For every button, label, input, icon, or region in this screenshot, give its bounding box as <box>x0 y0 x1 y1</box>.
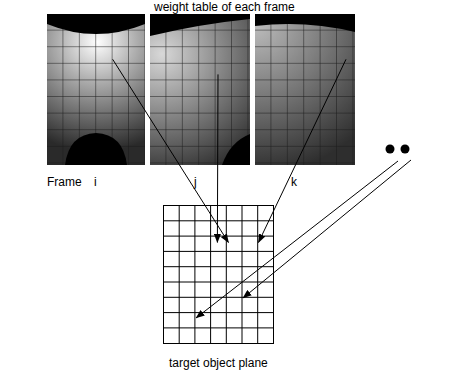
ellipsis-dot <box>401 145 410 154</box>
frame-index: k <box>291 175 297 189</box>
plane-label: target object plane <box>169 356 268 370</box>
weight-table <box>255 14 355 165</box>
arrow <box>243 160 411 298</box>
frame-label: Frame <box>47 175 82 189</box>
arrow <box>258 59 346 242</box>
frame-index: j <box>194 175 197 189</box>
arrow <box>217 74 219 242</box>
frame-panel: i <box>47 14 145 165</box>
arrow <box>113 59 229 242</box>
title: weight table of each frame <box>154 0 295 14</box>
weight-table <box>47 14 145 165</box>
ellipsis-dot <box>386 145 395 154</box>
frame-panel: k <box>255 14 355 165</box>
frame-index: i <box>94 175 97 189</box>
